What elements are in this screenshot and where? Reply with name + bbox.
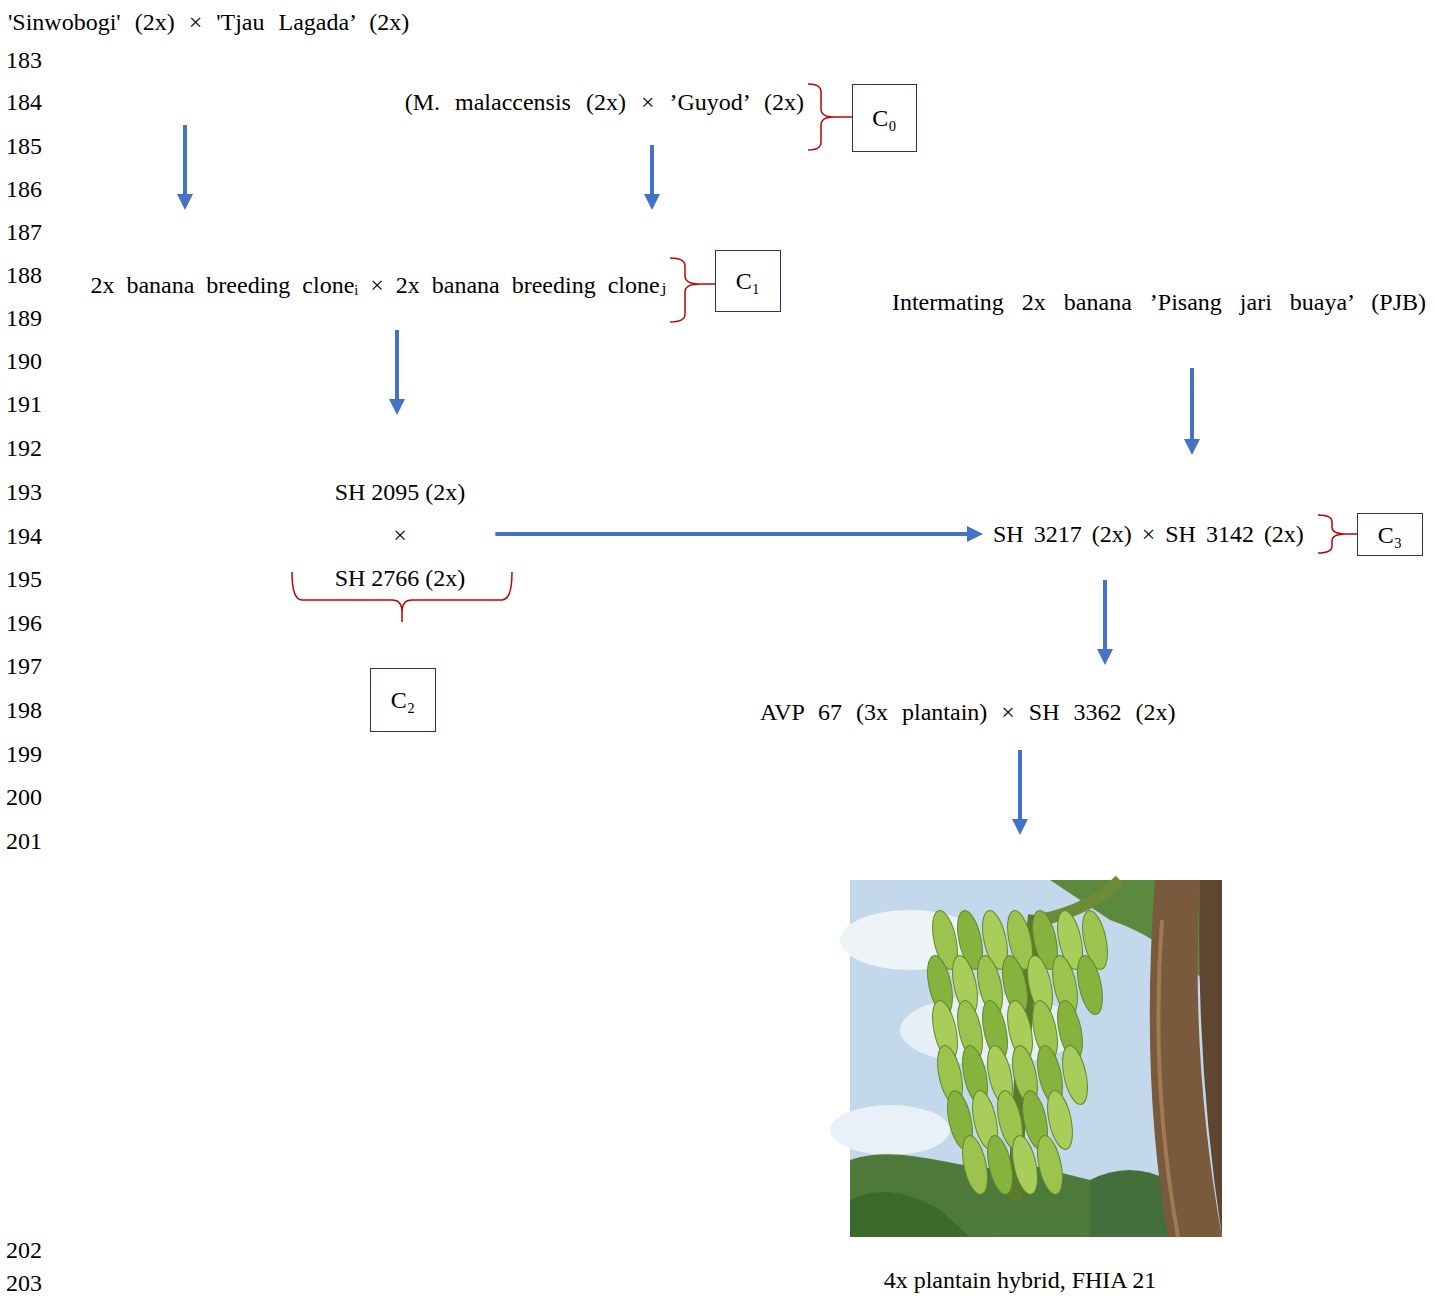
line-number: 203: [6, 1269, 42, 1297]
banana-finger: [1073, 953, 1107, 1016]
line-number: 186: [6, 175, 42, 203]
line-number: 191: [6, 390, 42, 418]
cross-label: SH 2095 (2x): [335, 478, 466, 506]
cross-text: 'Sinwobogi' (2x) × 'Tjau Lagada’ (2x): [8, 8, 409, 36]
pseudostem-streak: [1158, 920, 1178, 1237]
peduncle: [1040, 880, 1120, 920]
bracket: [1318, 515, 1346, 553]
banana-finger: [1033, 1133, 1067, 1196]
hybrid-photo-node: 4x plantain hybrid, FHIA 21: [850, 880, 1190, 1294]
cross-label: SH 2766 (2x): [335, 564, 466, 592]
line-number: 189: [6, 304, 42, 332]
line-number: 187: [6, 218, 42, 246]
cross-text: Intermating 2x banana ’Pisang jari buaya…: [892, 288, 1426, 316]
line-number: 185: [6, 132, 42, 160]
bracket: [670, 258, 700, 322]
breeding-arrow: [1018, 750, 1022, 819]
bracket-stem: [1346, 533, 1357, 535]
cross-text: (M. malaccensis (2x) × ’Guyod’ (2x): [405, 88, 804, 116]
cross-label: AVP 67 (3x plantain) × SH 3362 (2x): [760, 698, 1176, 726]
breeding-arrow: [1190, 368, 1194, 439]
photo-caption: 4x plantain hybrid, FHIA 21: [850, 1266, 1190, 1294]
line-number: 195: [6, 565, 42, 593]
banana-finger: [983, 1133, 1017, 1196]
foliage: [850, 1192, 970, 1237]
cross-text: AVP 67 (3x plantain) × SH 3362 (2x): [760, 698, 1176, 726]
cloud: [830, 1105, 950, 1155]
cross-label: Intermating 2x banana ’Pisang jari buaya…: [892, 288, 1426, 316]
pseudostem: [1199, 880, 1222, 1237]
cross-label: (M. malaccensis (2x) × ’Guyod’ (2x): [405, 88, 804, 116]
foliage: [1090, 1170, 1168, 1237]
line-number: 193: [6, 478, 42, 506]
breeding-arrow: [183, 125, 187, 194]
bracket-stem: [834, 116, 852, 118]
bracket-stem: [700, 283, 715, 285]
cycle-label: C₁: [736, 267, 760, 295]
cross-label: 'Sinwobogi' (2x) × 'Tjau Lagada’ (2x): [8, 8, 409, 36]
line-number: 199: [6, 740, 42, 768]
cycle-box: C₂: [370, 668, 436, 732]
cycle-label: C₂: [391, 686, 415, 714]
cross-label: ×: [335, 521, 466, 549]
bracket: [808, 84, 834, 150]
cross-label: 2x banana breeding cloneᵢ × 2x banana br…: [90, 271, 666, 299]
cycle-label: C₀: [872, 104, 896, 132]
cross-text: SH 3217 (2x) × SH 3142 (2x): [993, 520, 1304, 548]
cross-label: SH 3217 (2x) × SH 3142 (2x): [993, 520, 1304, 548]
cross-text: 2x banana breeding cloneᵢ × 2x banana br…: [90, 271, 666, 299]
cycle-label: C₃: [1378, 521, 1402, 549]
banana-finger: [1008, 1133, 1042, 1196]
breeding-arrow: [1103, 580, 1107, 649]
cross-stack: SH 2095 (2x) × SH 2766 (2x): [335, 478, 466, 592]
line-number: 194: [6, 522, 42, 550]
line-number: 192: [6, 434, 42, 462]
breeding-arrow: [395, 330, 399, 399]
line-number: 200: [6, 783, 42, 811]
line-number: 198: [6, 696, 42, 724]
banana-finger: [958, 1133, 992, 1196]
banana-photo: [830, 880, 1222, 1237]
line-number: 188: [6, 261, 42, 289]
line-number: 196: [6, 609, 42, 637]
breeding-arrow: [650, 145, 654, 194]
cycle-box: C₀: [852, 84, 917, 152]
line-number: 190: [6, 347, 42, 375]
line-number: 184: [6, 88, 42, 116]
pseudostem: [1150, 880, 1222, 1237]
breeding-arrow: [495, 532, 967, 536]
cycle-box: C₁: [715, 250, 781, 312]
line-number: 197: [6, 652, 42, 680]
line-number: 202: [6, 1236, 42, 1264]
line-number: 183: [6, 46, 42, 74]
cycle-box: C₃: [1357, 513, 1423, 556]
bracket-stem: [401, 612, 403, 622]
line-number: 201: [6, 827, 42, 855]
